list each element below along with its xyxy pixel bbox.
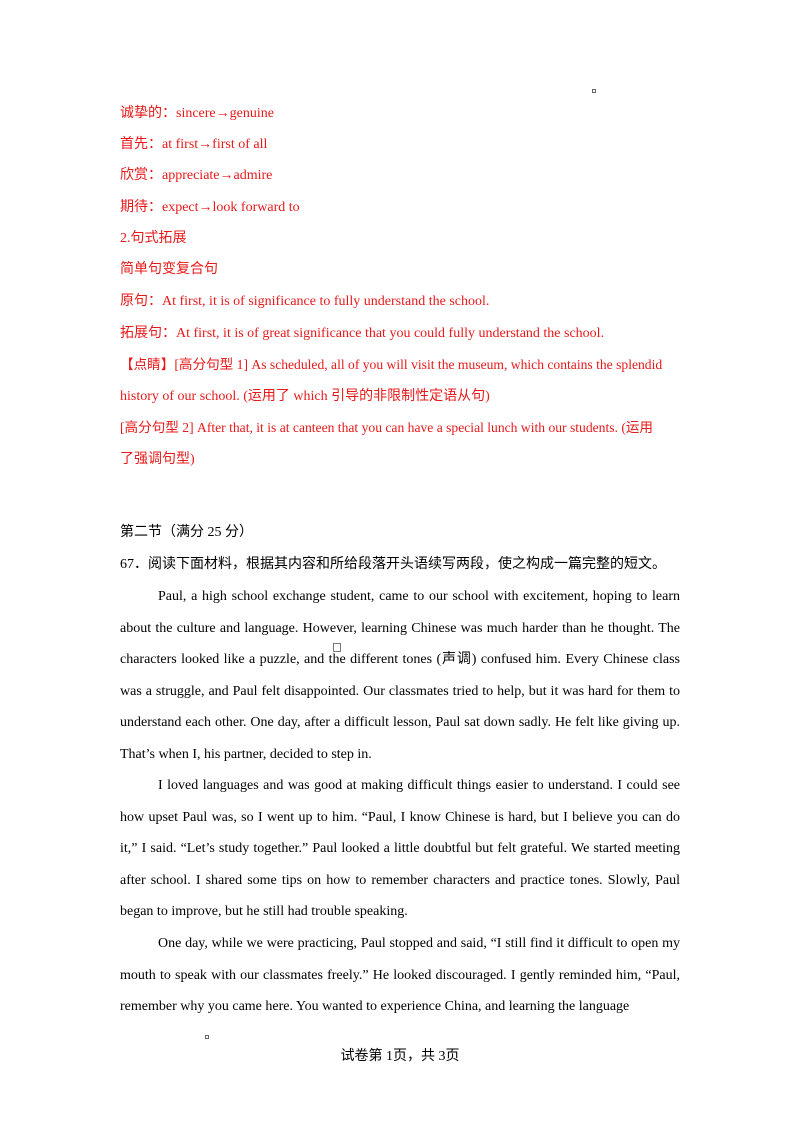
- story-paragraph-2: I loved languages and was good at making…: [120, 778, 680, 920]
- comment-1-line-1: 【点睛】[高分句型 1] As scheduled, all of you wi…: [120, 357, 663, 372]
- vocab-line-4: 期待：expect→look forward to: [120, 200, 300, 215]
- question-prompt: 67．阅读下面材料，根据其内容和所给段落开头语续写两段，使之构成一篇完整的短文。: [120, 557, 666, 572]
- expanded-sentence: 拓展句：At first, it is of great significanc…: [120, 326, 605, 341]
- comment-2-line-1: [高分句型 2] After that, it is at canteen th…: [120, 420, 654, 435]
- sentence-heading: 2.句式拓展: [120, 231, 187, 246]
- comment-1-line-2: history of our school. (运用了 which 引导的非限制…: [120, 389, 490, 404]
- anchor-mark: [205, 1035, 209, 1039]
- section-title: 第二节（满分 25 分）: [120, 525, 253, 540]
- sentence-subheading: 简单句变复合句: [120, 262, 218, 277]
- original-sentence: 原句：At first, it is of significance to fu…: [120, 294, 490, 309]
- page-footer: 试卷第 1页，共 3页: [340, 1049, 460, 1064]
- vocab-line-3: 欣赏：appreciate→admire: [120, 168, 273, 183]
- vocab-line-1: 诚挚的：sincere→genuine: [120, 106, 274, 121]
- vocab-line-2: 首先：at first→first of all: [120, 137, 268, 152]
- story-paragraph-3: One day, while we were practicing, Paul …: [120, 936, 680, 1015]
- story-paragraph-1: Paul, a high school exchange student, ca…: [120, 589, 680, 762]
- comment-2-line-2: 了强调句型): [120, 452, 195, 467]
- anchor-mark: [592, 89, 596, 93]
- anchor-mark: [333, 643, 341, 652]
